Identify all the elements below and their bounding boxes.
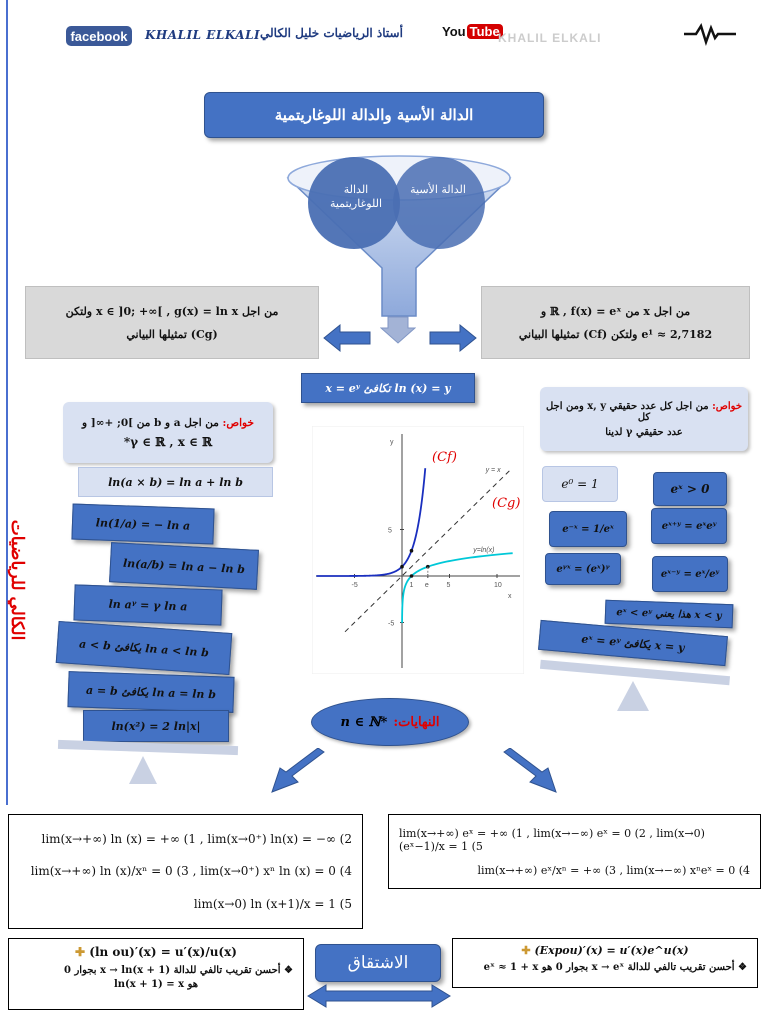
exp-definition-line1: من اجل x من ℝ , f(x) = eˣ و: [540, 304, 691, 318]
exp-prop-3: eˣ⁺ʸ = eˣeʸ: [651, 508, 727, 544]
bullet-icon: ✚: [521, 944, 531, 957]
exp-props-header-line2: عدد حقيقي γ لدينا: [605, 426, 683, 438]
limits-header: n ∈ ℕ* النهايات:: [311, 698, 469, 746]
exp-prop-0: e⁰ = 1: [542, 466, 618, 502]
label-ln: y=ln(x): [472, 547, 494, 554]
author-name: KHALIL ELKALI: [145, 28, 261, 42]
double-arrow-icon: [307, 984, 451, 1008]
funnel-graphic: [286, 155, 512, 317]
funnel-exp-label: الدالة الأسية: [410, 183, 466, 196]
ln-prop-4: a < b يكافئ ln a < ln b: [55, 620, 233, 676]
ln-derivative-box: ✚ (ln ou)′(x) = u′(x)/u(x) ❖ أحسن تقريب …: [8, 938, 304, 1010]
graph-label-cf: (Cf): [432, 450, 457, 465]
ln-props-header: خواص: من اجل a و b من ]0; +∞[ و γ ∈ ℝ , …: [63, 402, 273, 463]
curve-ln: [401, 552, 513, 623]
ln-props-header-line1: خواص: من اجل a و b من ]0; +∞[ و: [82, 416, 254, 429]
exp-props-header-line1: خواص: من اجل كل عدد حقيقي x, y ومن اجل ك…: [545, 400, 743, 423]
y-tick-label-0: 5: [388, 528, 392, 535]
ln-balance-base: [129, 756, 157, 784]
y-axis-label: y: [390, 439, 394, 446]
ln-limit-row-2: lim(x→+∞) ln (x)/xⁿ = 0 (3 , lim(x→0⁺) x…: [30, 864, 352, 879]
exp-limit-row-2: lim(x→+∞) eˣ/xⁿ = +∞ (3 , lim(x→−∞) xⁿeˣ…: [477, 863, 750, 877]
y-tick-label-1: -5: [388, 621, 394, 628]
key-point-2: [409, 548, 414, 553]
exp-definition-line2: e¹ ≈ 2,7182 ولتكن (Cf) تمثيلها البياني: [518, 327, 713, 341]
graph-label-cg: (Cg): [492, 496, 521, 511]
ln-balance-beam: [57, 739, 239, 756]
exp-prop-1: eˣ > 0: [653, 472, 727, 506]
ln-prop-0: ln(a × b) = ln a + ln b: [78, 467, 273, 497]
bullet-icon: ✚: [75, 945, 86, 959]
ln-derivative-approx1: ❖ أحسن تقريب تالفي للدالة x → ln(x + 1) …: [64, 965, 293, 976]
exp-props-header: خواص: من اجل كل عدد حقيقي x, y ومن اجل ك…: [540, 387, 748, 451]
ln-prop-2: ln(a/b) = ln a − ln b: [109, 542, 259, 590]
equivalence-box: x = eʸ تكافئ ln (x) = y: [301, 373, 475, 403]
ln-limit-row-1: lim(x→+∞) ln (x) = +∞ (1 , lim(x→0⁺) ln(…: [41, 832, 352, 847]
function-graph: x y -5 e 5 10 5 -5 1 y = x y=ln(x): [312, 426, 524, 674]
ln-limit-row-3: lim(x→0) ln (x+1)/x = 1 (5: [193, 896, 352, 911]
youtube-you: You: [442, 24, 466, 39]
exp-derivative-approx: ❖ أحسن تقريب تالفي للدالة x → eˣ بجوار 0…: [483, 962, 747, 973]
ln-limits-box: lim(x→+∞) ln (x) = +∞ (1 , lim(x→0⁺) ln(…: [8, 814, 363, 929]
arrow-down-right-icon: [503, 748, 557, 793]
teacher-title: أستاذ الرياضيات خليل الكالي: [260, 26, 403, 40]
ln-prop-1: ln(1/a) = − ln a: [71, 503, 215, 545]
key-point-1: [409, 574, 414, 578]
x-axis-label: x: [508, 593, 512, 600]
x-tick-label-1: e: [425, 582, 429, 589]
tick-one: 1: [410, 582, 414, 589]
exp-derivative-box: ✚ (Expou)′(x) = u′(x)e^u(x) ❖ أحسن تقريب…: [452, 938, 758, 988]
label-y-equals-x: y = x: [485, 467, 501, 474]
x-tick-label-3: 10: [494, 582, 502, 589]
exp-prop-6: x < y هذا يعني eˣ < eʸ: [604, 599, 734, 629]
ln-derivative-approx2: هو ln(x + 1) = x: [113, 979, 199, 990]
funnel-log-label: الدالة اللوغاريتمية: [329, 183, 383, 211]
limits-header-math: n ∈ ℕ*: [340, 714, 388, 730]
x-tick-label-0: -5: [352, 582, 358, 589]
ln-props-header-line2: γ ∈ ℝ , x ∈ ℝ*: [123, 434, 213, 449]
exp-balance-base: [617, 681, 649, 711]
log-definition-box: من اجل x ∈ ]0; +∞[ , g(x) = ln x ولتكن (…: [25, 286, 319, 359]
pulse-icon: [684, 23, 736, 46]
curve-exp: [316, 468, 427, 577]
ln-derivative-formula: ✚ (ln ou)′(x) = u′(x)/u(x): [75, 945, 237, 959]
ln-prop-3: ln aᵞ = γ ln a: [73, 584, 223, 626]
ln-prop-5: a = b يكافئ ln a = ln b: [67, 671, 235, 713]
graph-frame: [312, 426, 524, 674]
arrow-down-icon: [380, 316, 416, 344]
exp-limits-box: lim(x→+∞) eˣ = +∞ (1 , lim(x→−∞) eˣ = 0 …: [388, 814, 761, 889]
arrow-right-icon: [429, 323, 477, 353]
youtube-tube: Tube: [466, 24, 503, 39]
x-tick-label-2: 5: [447, 582, 451, 589]
youtube-faded-text: KHALIL ELKALI: [498, 31, 602, 45]
left-rule: [6, 0, 8, 805]
arrow-down-left-icon: [271, 748, 325, 793]
key-point-0: [400, 564, 404, 569]
exp-definition-box: من اجل x من ℝ , f(x) = eˣ و e¹ ≈ 2,7182 …: [481, 286, 750, 359]
side-label: الكالي للرياضيات: [7, 519, 27, 641]
log-definition-line1: من اجل x ∈ ]0; +∞[ , g(x) = ln x ولتكن: [65, 304, 279, 318]
arrow-left-icon: [323, 323, 371, 353]
facebook-logo[interactable]: facebook: [66, 26, 132, 46]
ln-prop-6: ln(x²) = 2 ln|x|: [83, 710, 229, 742]
log-definition-line2: (Cg) تمثيلها البياني: [126, 327, 218, 341]
line-y-equals-x: [344, 468, 512, 633]
exp-derivative-formula: ✚ (Expou)′(x) = u′(x)e^u(x): [521, 944, 689, 957]
exp-limit-row-1: lim(x→+∞) eˣ = +∞ (1 , lim(x→−∞) eˣ = 0 …: [399, 826, 705, 853]
exp-prop-4: eᵞˣ = (eˣ)ᵞ: [545, 553, 621, 585]
limits-header-red: النهايات:: [393, 714, 440, 730]
exp-prop-2: e⁻ˣ = 1/eˣ: [549, 511, 627, 547]
derivation-title: الاشتقاق: [315, 944, 441, 982]
exp-prop-5: eˣ⁻ʸ = eˣ/eʸ: [652, 556, 728, 592]
page-title: الدالة الأسية والدالة اللوغاريتمية: [204, 92, 544, 138]
